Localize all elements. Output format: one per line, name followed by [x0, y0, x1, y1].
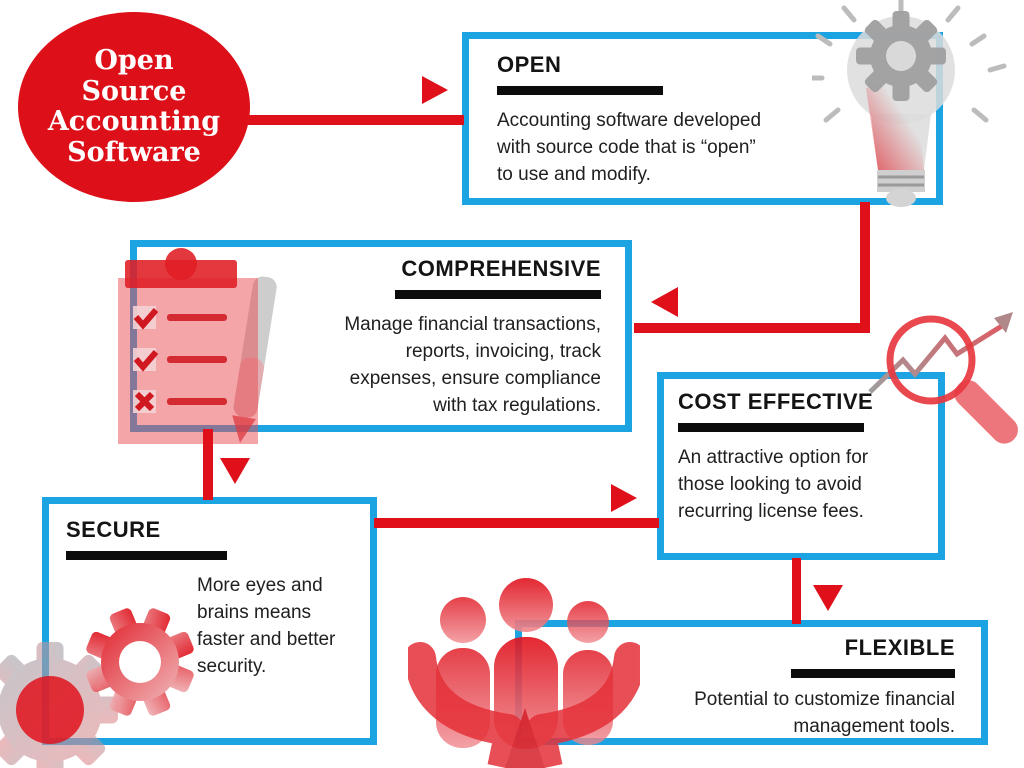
node-secure: SECURE More eyes and brains means faster… [42, 497, 377, 745]
node-secure-body: More eyes and brains means faster and be… [197, 575, 336, 677]
node-secure-title: SECURE [66, 517, 161, 542]
node-flexible: FLEXIBLE Potential to customize financia… [515, 620, 988, 745]
node-comprehensive-body: Manage financial transactions, reports, … [344, 314, 601, 416]
connector-bubble-to-open [246, 115, 464, 125]
connector-cost-to-flexible [792, 558, 801, 624]
bubble-title-line: Software [67, 136, 201, 168]
arrow-down-icon [220, 458, 250, 484]
node-flexible-body: Potential to customize financial managem… [694, 689, 955, 737]
bubble-title-line: Accounting [47, 106, 221, 137]
connector-comprehensive-to-secure [203, 429, 213, 500]
node-comprehensive: COMPREHENSIVE Manage financial transacti… [130, 240, 632, 432]
node-open-title: OPEN [497, 52, 562, 77]
arrow-right-icon [611, 484, 637, 512]
bubble-title-line: Source [81, 75, 187, 107]
arrow-down-icon [813, 585, 843, 611]
title-underline [497, 86, 663, 95]
bubble-title-line: Open [94, 45, 174, 76]
connector-open-down [860, 202, 870, 333]
connector-to-comprehensive [634, 323, 870, 333]
node-cost-effective-title: COST EFFECTIVE [678, 389, 874, 414]
node-cost-effective: COST EFFECTIVE An attractive option for … [657, 372, 945, 560]
arrow-right-icon [422, 76, 448, 104]
node-cost-effective-body: An attractive option for those looking t… [678, 447, 869, 522]
connector-secure-to-cost [374, 518, 659, 528]
title-underline [66, 551, 227, 560]
node-comprehensive-title: COMPREHENSIVE [401, 256, 601, 281]
node-open: OPEN Accounting software developed with … [462, 32, 943, 205]
title-underline [791, 669, 955, 678]
node-open-body: Accounting software developed with sourc… [497, 110, 762, 185]
title-underline [678, 423, 864, 432]
node-flexible-title: FLEXIBLE [844, 635, 955, 660]
main-topic-bubble: Open Source Accounting Software [18, 12, 250, 202]
title-underline [395, 290, 601, 299]
arrow-left-icon [651, 287, 678, 317]
